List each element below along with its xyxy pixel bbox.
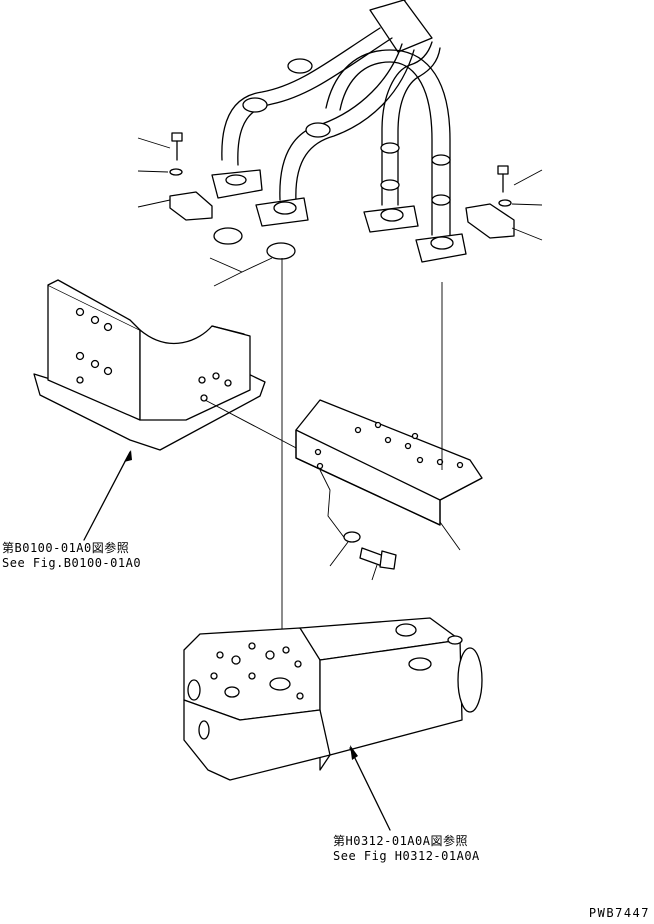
mounting-bracket: [33, 279, 301, 541]
drawing-number: PWB7447: [588, 906, 650, 920]
hose-clamp-block: [369, 0, 433, 53]
o-rings: [209, 227, 296, 287]
hose-assembly: [137, 0, 543, 263]
hose-flanges: [211, 169, 467, 263]
plate-bolt: [329, 531, 397, 581]
hose-sleeves: [242, 58, 451, 206]
valve-ports: [187, 642, 304, 740]
reference-note-left-line1: 第B0100-01A0図参照: [2, 541, 130, 555]
reference-note-bottom-line1: 第H0312-01A0A図参照: [333, 834, 468, 848]
reference-note-bottom-line2: See Fig H0312-01A0A: [333, 849, 480, 863]
bolts-washers: [169, 132, 512, 207]
steering-valve: [183, 617, 483, 831]
valve-mount-plate: [295, 282, 483, 551]
plate-holes: [314, 421, 464, 470]
reference-note-left-line2: See Fig.B0100-01A0: [2, 556, 142, 570]
split-flange-left: [169, 191, 213, 221]
split-flange-right: [465, 203, 515, 239]
bracket-holes: [75, 307, 232, 402]
reference-note-bottom: 第H0312-01A0A図参照 See Fig H0312-01A0A: [333, 834, 480, 864]
reference-note-left: 第B0100-01A0図参照 See Fig.B0100-01A0: [2, 541, 141, 571]
